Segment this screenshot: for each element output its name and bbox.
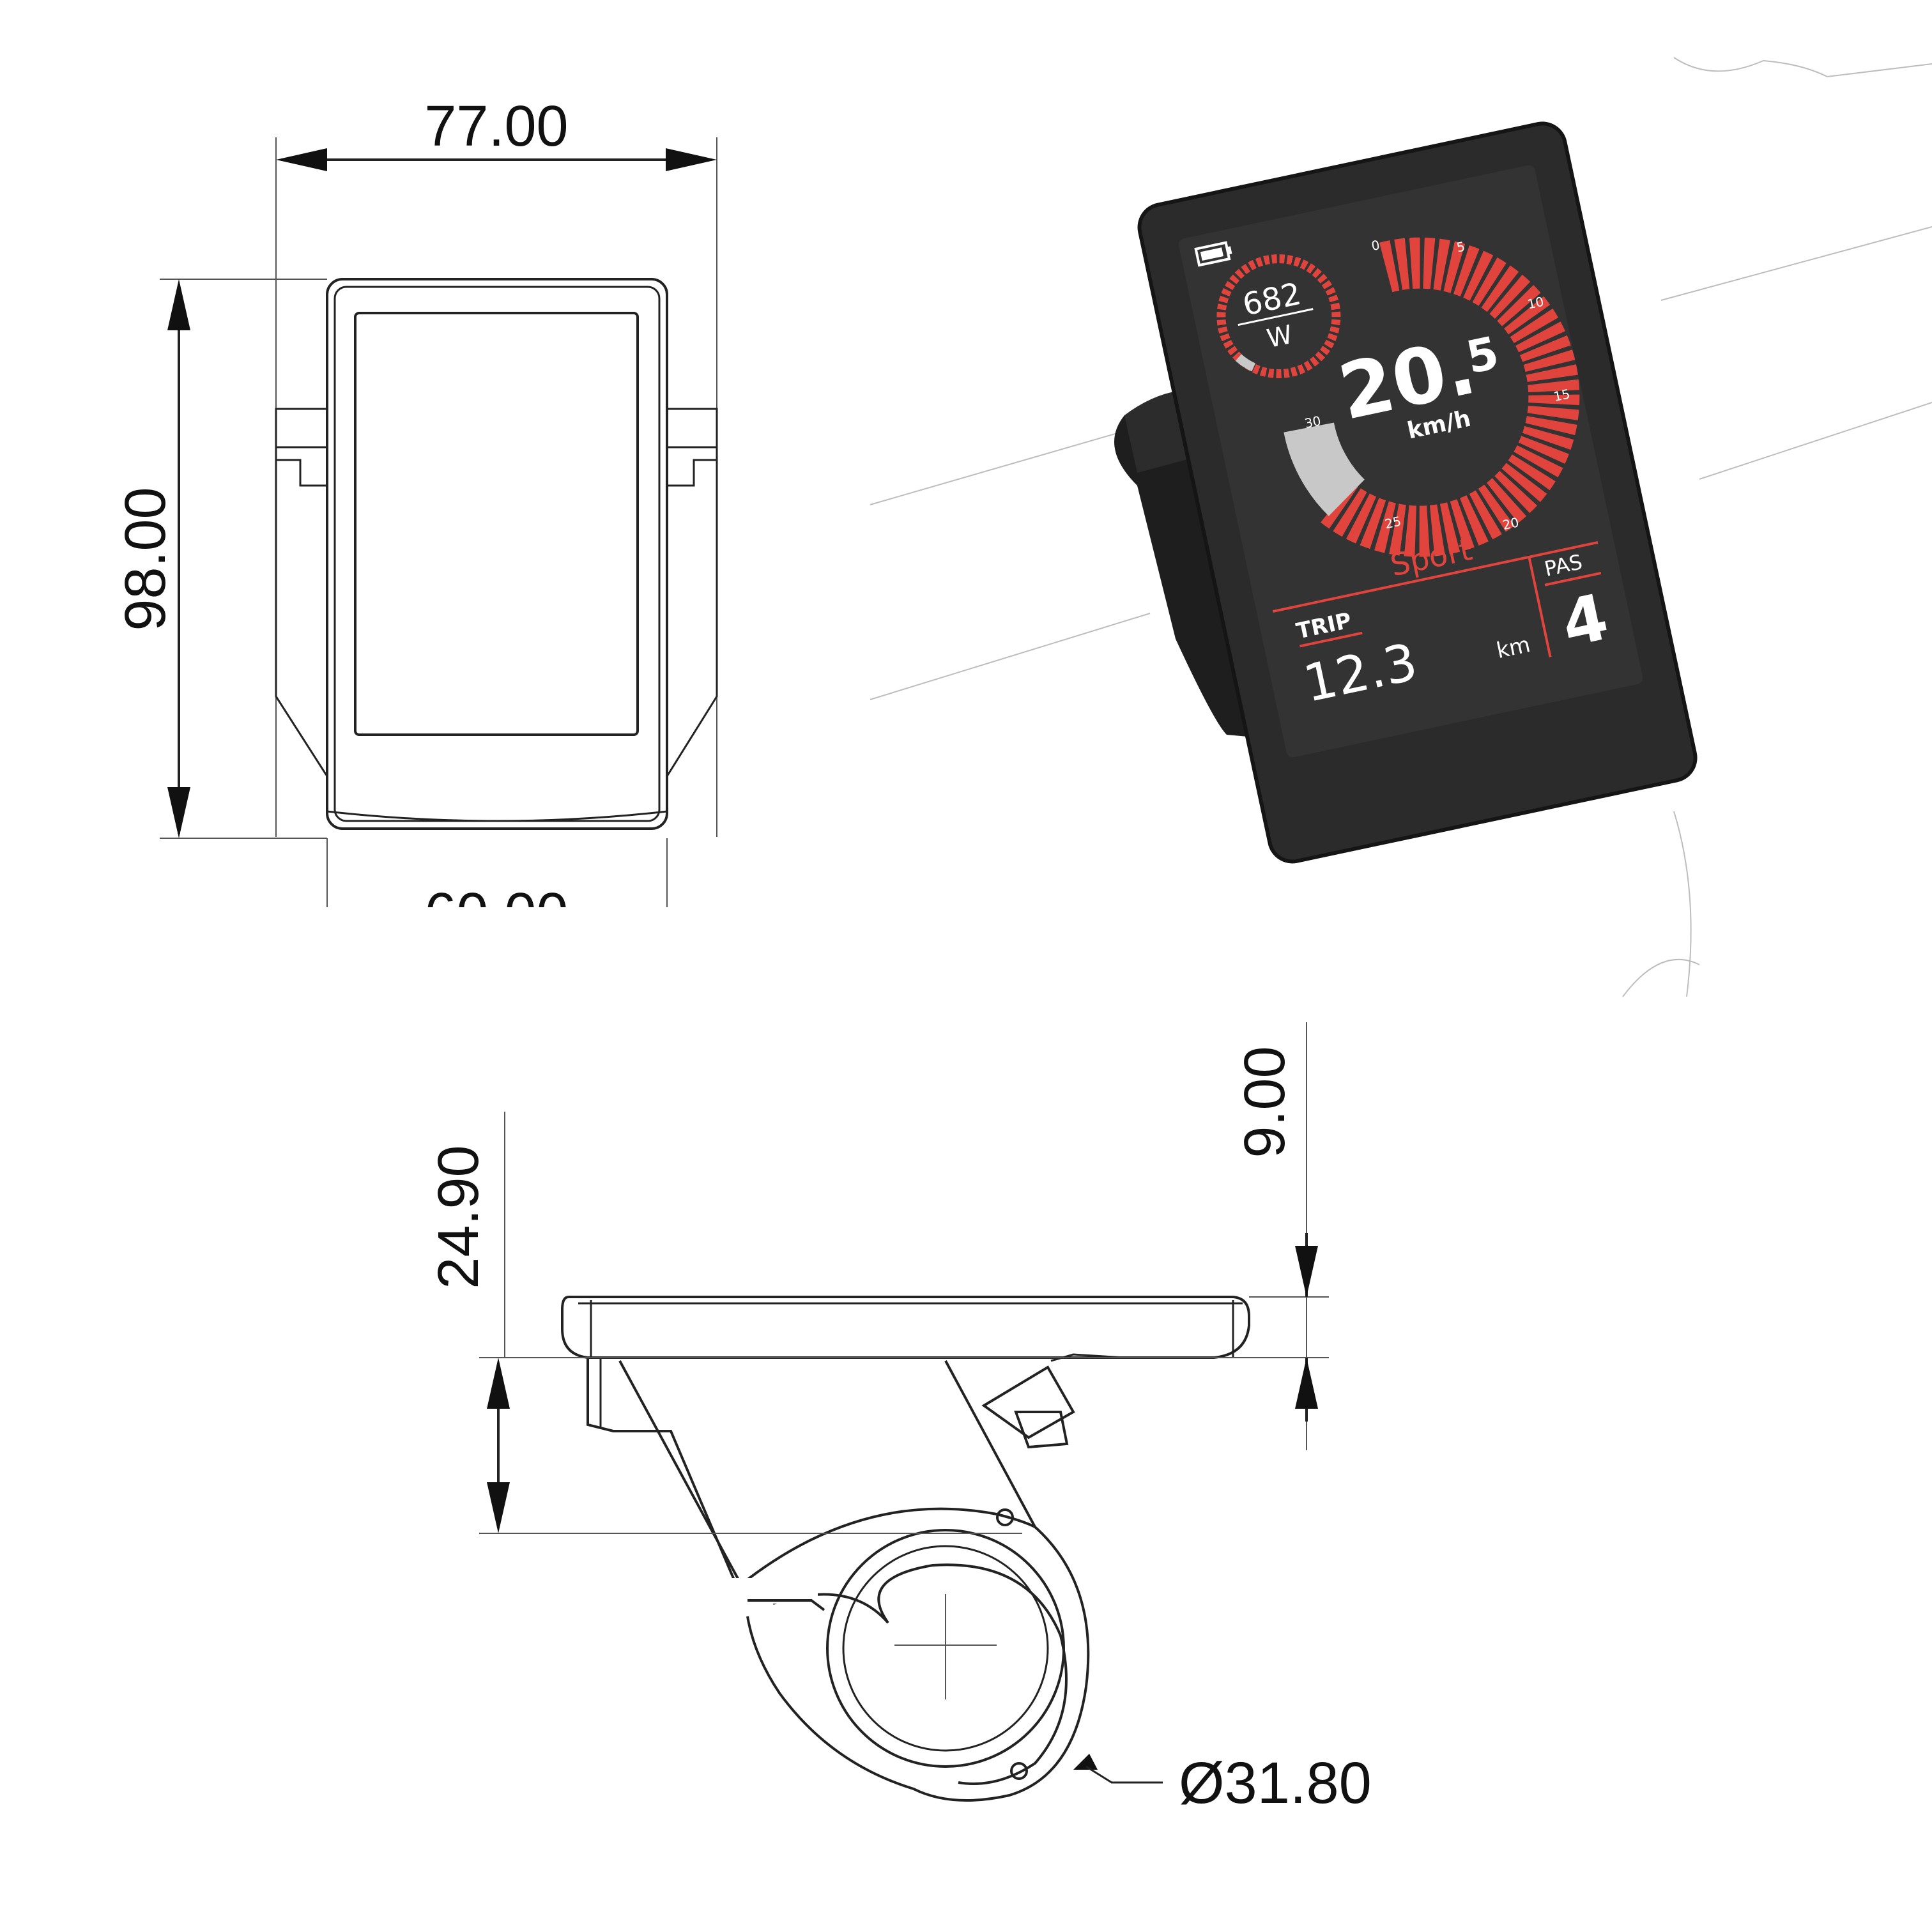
tick-25: 25 xyxy=(1383,514,1402,532)
total-height-label: 24.90 xyxy=(427,1145,491,1289)
width-dimension: 77.00 xyxy=(276,95,717,171)
tick-15: 15 xyxy=(1552,386,1572,404)
side-view: 24.90 9.00 Ø31.80 xyxy=(427,1022,1372,1816)
clamp-diameter-callout: Ø31.80 xyxy=(1073,1751,1372,1816)
tick-30: 30 xyxy=(1303,413,1322,431)
tick-10: 10 xyxy=(1526,294,1545,312)
cable-connector xyxy=(981,1353,1125,1449)
total-height-dimension: 24.90 xyxy=(427,1145,510,1533)
clamp-diameter-label: Ø31.80 xyxy=(1179,1751,1372,1816)
display-thickness-dimension: 9.00 xyxy=(1233,1046,1318,1422)
iso-display-body: 682 W 0 5 10 15 20 25 30 20. 5 km/h Spor… xyxy=(1137,121,1698,864)
front-view: 77.00 98.00 60.00 xyxy=(114,95,718,946)
width-label: 77.00 xyxy=(424,95,568,158)
isometric-view: 682 W 0 5 10 15 20 25 30 20. 5 km/h Spor… xyxy=(870,57,1932,997)
bottom-width-dimension: 60.00 xyxy=(424,882,568,946)
height-dimension: 98.00 xyxy=(114,279,190,838)
tick-20: 20 xyxy=(1501,514,1521,533)
side-display-outline xyxy=(561,1296,1250,1359)
power-unit: W xyxy=(1264,320,1295,354)
side-mount xyxy=(586,1353,1125,1595)
mount-bracket xyxy=(275,408,718,777)
display-thickness-label: 9.00 xyxy=(1233,1046,1297,1158)
tick-5: 5 xyxy=(1455,238,1466,255)
display-front-outline xyxy=(326,278,668,830)
tick-0: 0 xyxy=(1370,237,1381,254)
bottom-width-label: 60.00 xyxy=(424,882,568,946)
height-label: 98.00 xyxy=(114,487,178,631)
side-clamp xyxy=(728,1507,1090,1802)
battery-icon xyxy=(1194,241,1232,267)
